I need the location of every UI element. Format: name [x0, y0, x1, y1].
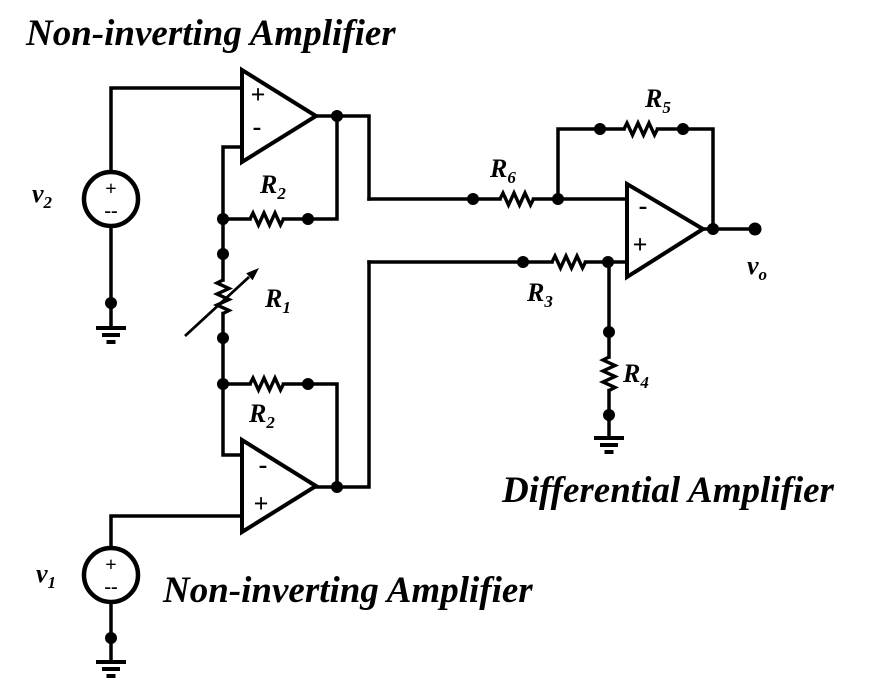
opamp-diff-plus-pin: + — [633, 230, 648, 259]
junction-dot — [602, 256, 614, 268]
junction-dot — [331, 110, 343, 122]
label-r2-bottom: R2 — [248, 399, 275, 432]
wire-bottom-inverting-input — [221, 382, 244, 457]
label-r2-top: R2 — [259, 170, 286, 203]
junction-dot — [105, 632, 117, 644]
title-top-noninverting: Non-inverting Amplifier — [25, 13, 396, 54]
title-differential: Differential Amplifier — [501, 470, 835, 511]
junction-dot — [594, 123, 606, 135]
resistor-r3-symbol — [550, 251, 588, 273]
junction-dot — [467, 193, 479, 205]
resistor-r5-symbol — [622, 118, 660, 140]
junction-dot — [217, 248, 229, 260]
source-v1-symbol — [81, 545, 141, 605]
opamp-top-plus-pin: + — [251, 80, 266, 109]
voltage-sources: + -- + -- — [81, 169, 141, 605]
wire-top-inverting-input — [221, 145, 244, 221]
opamp-symbols: + - - + - + — [240, 66, 707, 536]
junction-dot — [677, 123, 689, 135]
junction-dot — [217, 378, 229, 390]
junction-dot — [603, 409, 615, 421]
wire-v1-to-noninv-input — [109, 514, 244, 550]
ground-r4 — [594, 436, 624, 454]
junction-dot — [217, 332, 229, 344]
label-v1: v1 — [36, 559, 56, 592]
ground-symbols — [96, 326, 624, 678]
wire-top-opamp-output — [314, 114, 371, 201]
resistor-r1-symbol — [212, 278, 234, 316]
label-r6: R6 — [489, 154, 516, 187]
label-vo: vo — [747, 251, 767, 284]
opamp-top-triangle — [240, 66, 320, 166]
wire-bottom-opamp-output — [314, 260, 371, 489]
output-terminal-dot — [748, 222, 762, 236]
opamp-top-minus-pin: - — [253, 112, 262, 141]
opamp-diff-minus-pin: - — [639, 191, 648, 220]
junction-dot — [217, 213, 229, 225]
opamp-differential-triangle — [625, 180, 707, 281]
resistor-r2-bottom-symbol — [248, 373, 286, 395]
opamp-bottom-triangle — [240, 436, 320, 536]
junction-dot — [331, 481, 343, 493]
opamp-bottom-plus-pin: + — [254, 489, 269, 518]
section-titles: Non-inverting Amplifier Non-inverting Am… — [25, 13, 835, 611]
junction-dot — [517, 256, 529, 268]
resistor-r4-symbol — [598, 355, 620, 393]
junction-dots — [105, 110, 762, 644]
r1-variable-arrow-head — [246, 268, 259, 281]
junction-dot — [552, 193, 564, 205]
junction-dot — [302, 378, 314, 390]
junction-dot — [105, 297, 117, 309]
label-r5: R5 — [644, 84, 671, 117]
r1-variable-arrow-shaft — [184, 275, 250, 338]
source-v2-minus: -- — [104, 200, 117, 222]
resistor-r6-symbol — [498, 188, 536, 210]
junction-dot — [707, 223, 719, 235]
component-labels: v2 v1 vo R2 R1 R2 R6 R5 R3 R4 — [32, 84, 767, 592]
resistor-r2-top-symbol — [248, 208, 286, 230]
source-v1-plus: + — [105, 554, 116, 576]
label-r1: R1 — [264, 284, 291, 317]
junction-dot — [302, 213, 314, 225]
junction-dot — [603, 326, 615, 338]
ground-v2 — [96, 326, 126, 344]
label-r3: R3 — [526, 278, 553, 311]
label-r4: R4 — [622, 359, 649, 392]
source-v2-symbol — [81, 169, 141, 229]
title-bottom-noninverting: Non-inverting Amplifier — [162, 570, 533, 611]
resistor-symbols — [184, 118, 660, 395]
source-v2-plus: + — [105, 178, 116, 200]
ground-v1 — [96, 660, 126, 678]
wire-v2-to-noninv-input — [109, 86, 244, 174]
label-v2: v2 — [32, 179, 53, 212]
source-v1-minus: -- — [104, 576, 117, 598]
opamp-bottom-minus-pin: - — [259, 450, 268, 479]
